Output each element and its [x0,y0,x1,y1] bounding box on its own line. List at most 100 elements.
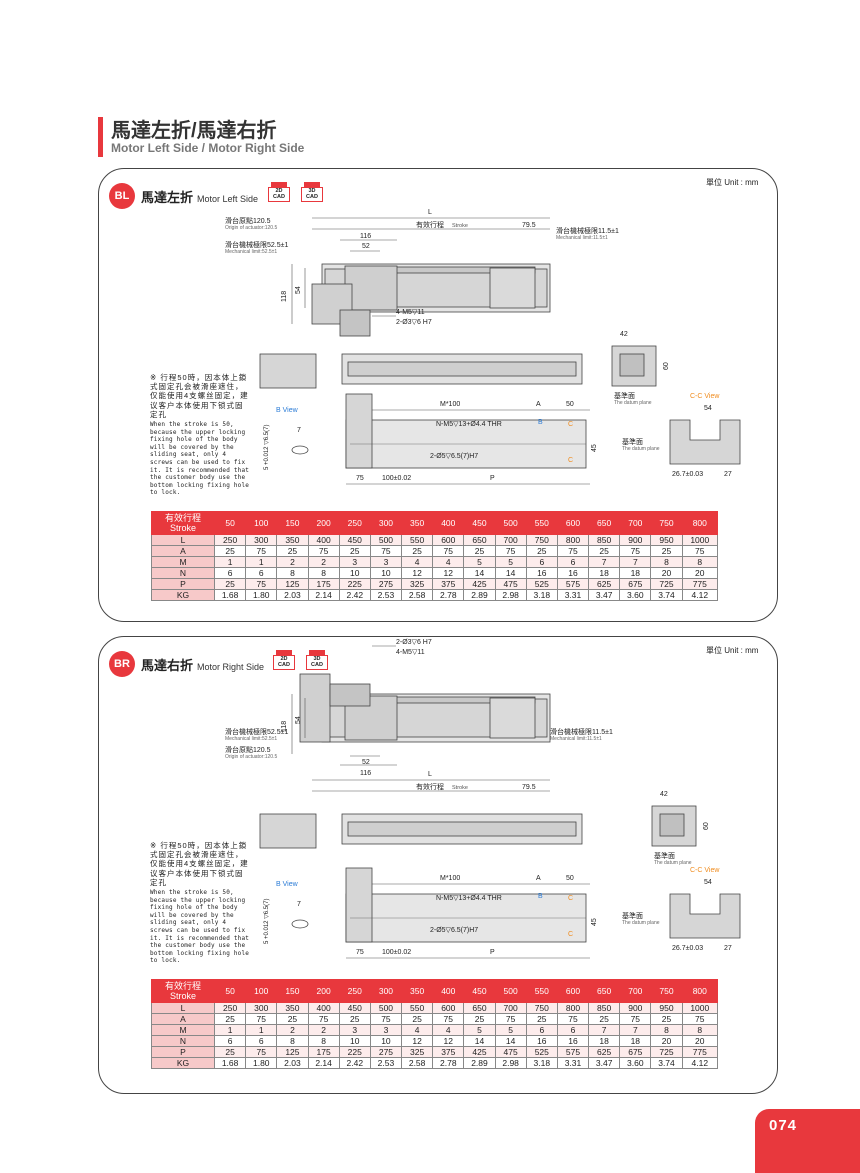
callout-2: 4-M5▽11 [396,649,425,656]
dim-7: 7 [297,901,301,908]
table-header-cell: 700 [619,979,652,1003]
dim-L-label: L [428,209,432,216]
table-cell: 675 [619,1046,652,1058]
table-header-cell: 600 [556,979,590,1003]
table-cell: 4 [401,1024,434,1036]
section-title-en: Motor Right Side [197,662,265,672]
dim-m100: M*100 [440,401,460,408]
table-cell: 1.68 [213,1057,247,1069]
table-row-header: KG [151,1057,215,1069]
table-header-cell: 100 [245,511,278,535]
table-cell: 75 [245,1046,278,1058]
datum-label-2: 基準面 [622,911,643,920]
table-header-cell: 550 [525,979,558,1003]
table-cell: 75 [245,1013,278,1025]
dim-26-7: 26.7±0.03 [672,945,703,952]
table-cell: 325 [401,578,434,590]
table-cell: 950 [650,1002,683,1014]
table-cell: 10 [338,1035,371,1047]
dim-A: A [536,875,541,882]
table-cell: 18 [588,1035,621,1047]
dim-54b: 54 [704,405,712,412]
table-cell: 3.74 [650,1057,683,1069]
mech-limit-left: 滑台機械極限52.5±1 [225,727,288,736]
note-en: When the stroke is 50, because the upper… [150,889,250,965]
end-view-inner [659,813,685,837]
table-cell: 175 [307,1046,340,1058]
table-header-cell: 750 [650,979,683,1003]
table-cell: 3 [338,556,371,568]
table-cell: 75 [619,1013,652,1025]
end-block [489,697,536,739]
dim-79-5: 79.5 [522,222,536,229]
mech-limit-right-en: Mechanical limit:11.5±1 [556,235,608,241]
page-number: 074 [769,1117,798,1134]
cad-tab [276,650,292,658]
dim-118-label: 118 [281,721,288,732]
table-cell: 2.58 [401,1057,434,1069]
cad-tab [271,182,287,190]
dim-26-7: 26.7±0.03 [672,471,703,478]
table-cell: 7 [588,1024,621,1036]
dim-79-5: 79.5 [522,784,536,791]
b-marker: B [538,893,543,900]
table-header-cell: 100 [245,979,278,1003]
dim-stroke-en: Stroke [452,223,468,229]
mech-limit-right-en: Mechanical limit:11.5±1 [550,736,602,742]
dim-118-label: 118 [281,291,288,302]
table-header-cell: 800 [681,979,719,1003]
cc-view-label: C-C View [690,867,720,874]
table-header-cell: 550 [525,511,558,535]
b-view-label: B View [276,881,299,888]
dim-54b: 54 [704,879,712,886]
table-cell: 8 [681,1024,719,1036]
table-cell: 16 [556,1035,590,1047]
dim-52-label: 52 [362,243,370,250]
dim-100tol: 100±0.02 [382,949,411,956]
dim-100tol: 100±0.02 [382,475,411,482]
dim-m100: M*100 [440,875,460,882]
table-header-cell: 200 [307,979,340,1003]
datum-label-2-en: The datum plane [622,920,660,926]
table-cell: 25 [401,1013,434,1025]
dim-L-label: L [428,771,432,778]
table-header-cell: 700 [619,511,652,535]
dim-116-label: 116 [360,770,371,777]
table-cell: 900 [619,1002,652,1014]
table-cell: 450 [338,1002,371,1014]
table-header-cell: 500 [494,979,527,1003]
table-cell: 1 [245,1024,278,1036]
motor-flange [339,309,371,337]
table-cell: 6 [525,1024,558,1036]
table-cell: 2.14 [307,1057,340,1069]
origin-label-en: Origin of actuator:120.5 [225,754,277,760]
note-zh: ※ 行程50時，因本体上鎖式固定孔会被滑座遮住，仅能使用4支螺丝固定，建议客户本… [150,373,249,419]
table-cell: 14 [463,1035,496,1047]
callout-d5: 2-Ø5▽6.5(7)H7 [430,453,478,460]
callout-2: 2-Ø3▽6 H7 [396,319,432,326]
page-number-tab: 074 [755,1109,860,1173]
dim-54-label: 54 [295,716,302,724]
table-cell: 275 [369,1046,403,1058]
table-cell: 575 [556,1046,590,1058]
table-cell: 1000 [681,534,719,546]
table-cell: 400 [307,1002,340,1014]
table-cell: 6 [213,1035,247,1047]
cc-view-label: C-C View [690,393,720,400]
table-cell: 3.18 [525,589,558,601]
table-header-cell: 300 [369,511,403,535]
table-cell: 125 [276,1046,309,1058]
table-cell: 2.03 [276,589,309,601]
table-header-cell: 400 [432,511,465,535]
